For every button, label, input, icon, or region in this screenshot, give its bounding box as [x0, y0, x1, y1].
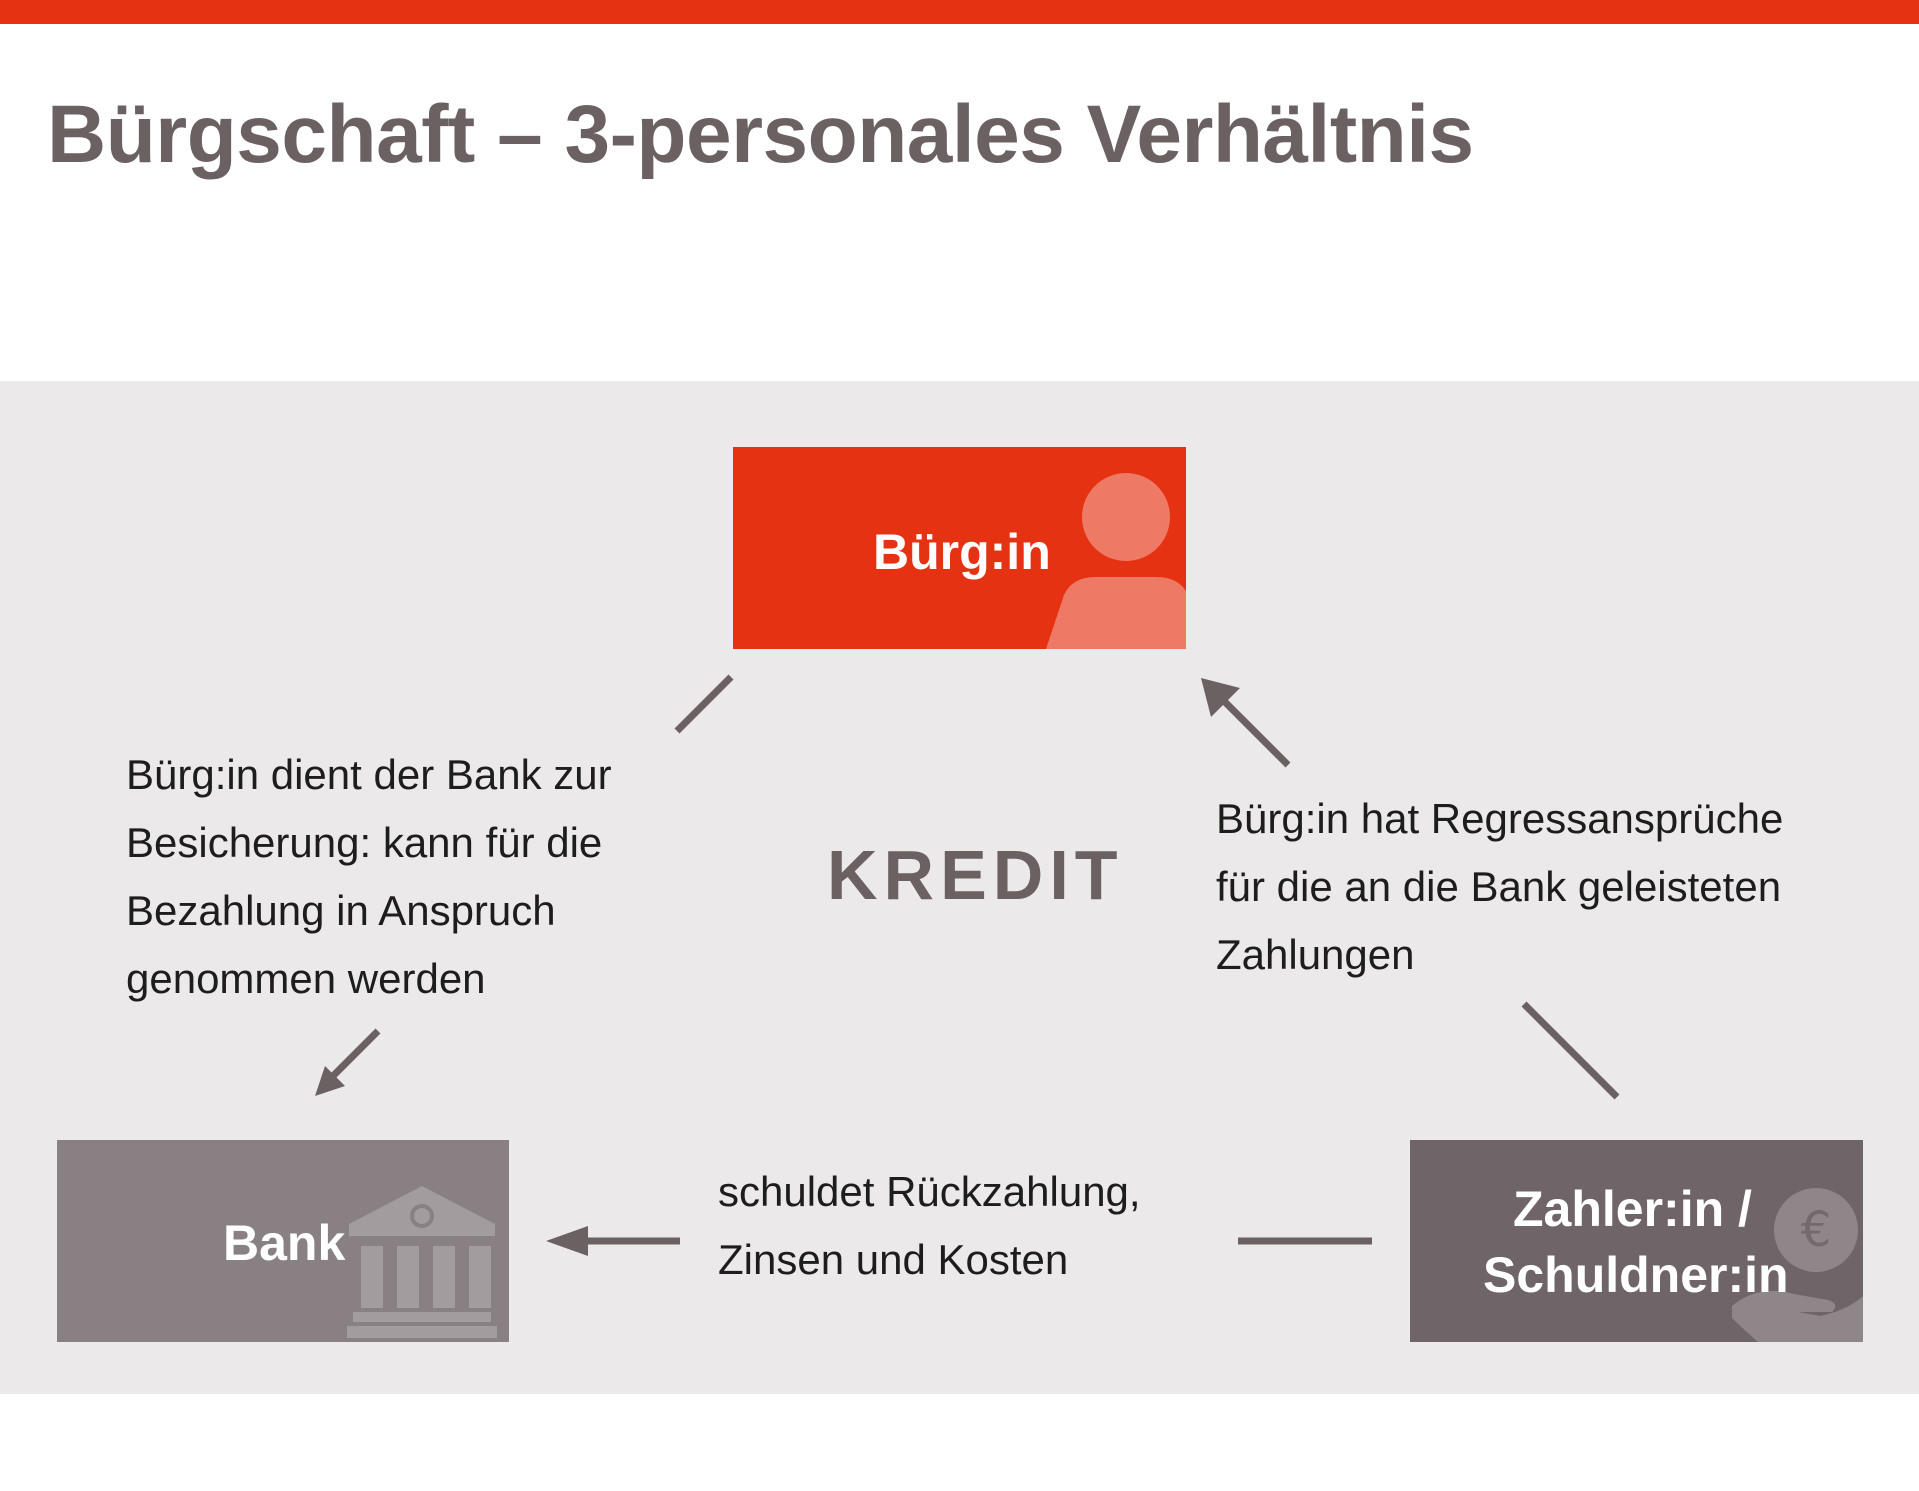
- person-icon: [1046, 473, 1186, 649]
- euro-hand-icon: €: [1732, 1188, 1863, 1342]
- bank-box: Bank: [57, 1140, 509, 1342]
- guarantor-label: Bürg:in: [873, 524, 1051, 580]
- relation-guarantor-to-bank-text: Bürg:in dient der Bank zur Besicherung: …: [126, 751, 612, 1002]
- relation-debtor-to-bank-text: schuldet Rückzahlung, Zinsen und Kosten: [718, 1168, 1141, 1283]
- relation-debtor-to-guarantor-text: Bürg:in hat Regressansprüche für die an …: [1216, 795, 1784, 978]
- center-label-kredit: KREDIT: [827, 836, 1124, 914]
- debtor-label-line1: Zahler:in /: [1513, 1181, 1752, 1237]
- arrowhead-guarantor: [1201, 678, 1240, 717]
- arrowhead-bank: [315, 1066, 345, 1096]
- debtor-label-line2: Schuldner:in: [1483, 1247, 1789, 1303]
- arrowhead-bank-left: [546, 1226, 588, 1256]
- guarantor-box: Bürg:in: [733, 447, 1186, 649]
- top-accent-bar: [0, 0, 1919, 24]
- bank-building-icon: [347, 1186, 497, 1338]
- page-title: Bürgschaft – 3-personales Verhältnis: [47, 89, 1474, 180]
- arrow-debtor-to-guarantor: [1219, 696, 1291, 768]
- connector-debtor-guarantor-lower: [1521, 1001, 1620, 1100]
- connector-guarantor-bank-upper: [674, 674, 734, 734]
- debtor-box: € Zahler:in / Schuldner:in: [1410, 1140, 1863, 1342]
- arrow-guarantor-to-bank: [327, 1028, 381, 1082]
- bank-label: Bank: [223, 1215, 346, 1271]
- svg-text:€: €: [1801, 1202, 1832, 1258]
